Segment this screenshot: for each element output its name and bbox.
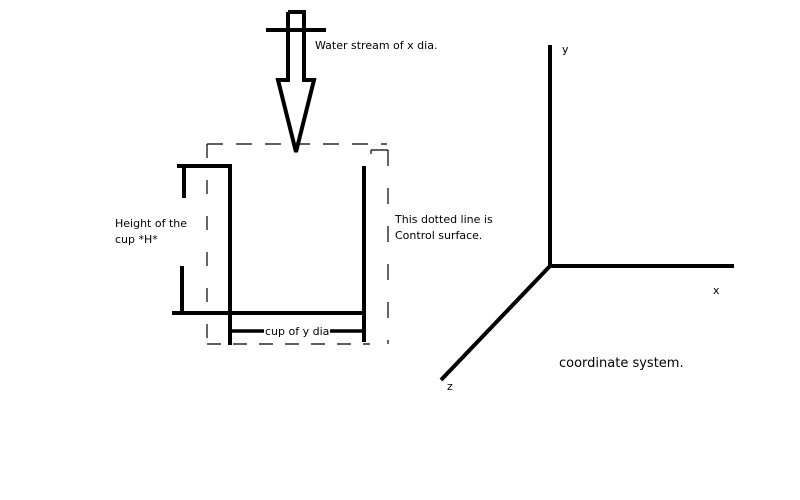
water-stream-label: Water stream of x dia. bbox=[315, 39, 438, 52]
x-axis-label: x bbox=[713, 284, 720, 297]
cup bbox=[172, 164, 366, 345]
coordinate-axes bbox=[439, 45, 734, 382]
y-axis-label: y bbox=[562, 43, 569, 56]
control-surface-label: This dotted line is Control surface. bbox=[395, 212, 493, 244]
z-axis bbox=[439, 264, 552, 382]
control-surface-outline bbox=[206, 143, 389, 345]
z-axis-label: z bbox=[447, 380, 453, 393]
coordinate-system-label: coordinate system. bbox=[559, 356, 684, 371]
cup-height-label: Height of the cup *H* bbox=[115, 216, 187, 248]
water-stream-arrow bbox=[266, 10, 326, 153]
cup-diameter-label: cup of y dia bbox=[264, 324, 331, 340]
control-surface-label-line1: This dotted line is bbox=[395, 213, 493, 226]
cup-height-label-line2: cup *H* bbox=[115, 233, 158, 246]
control-surface-label-line2: Control surface. bbox=[395, 229, 483, 242]
cup-height-label-line1: Height of the bbox=[115, 217, 188, 230]
